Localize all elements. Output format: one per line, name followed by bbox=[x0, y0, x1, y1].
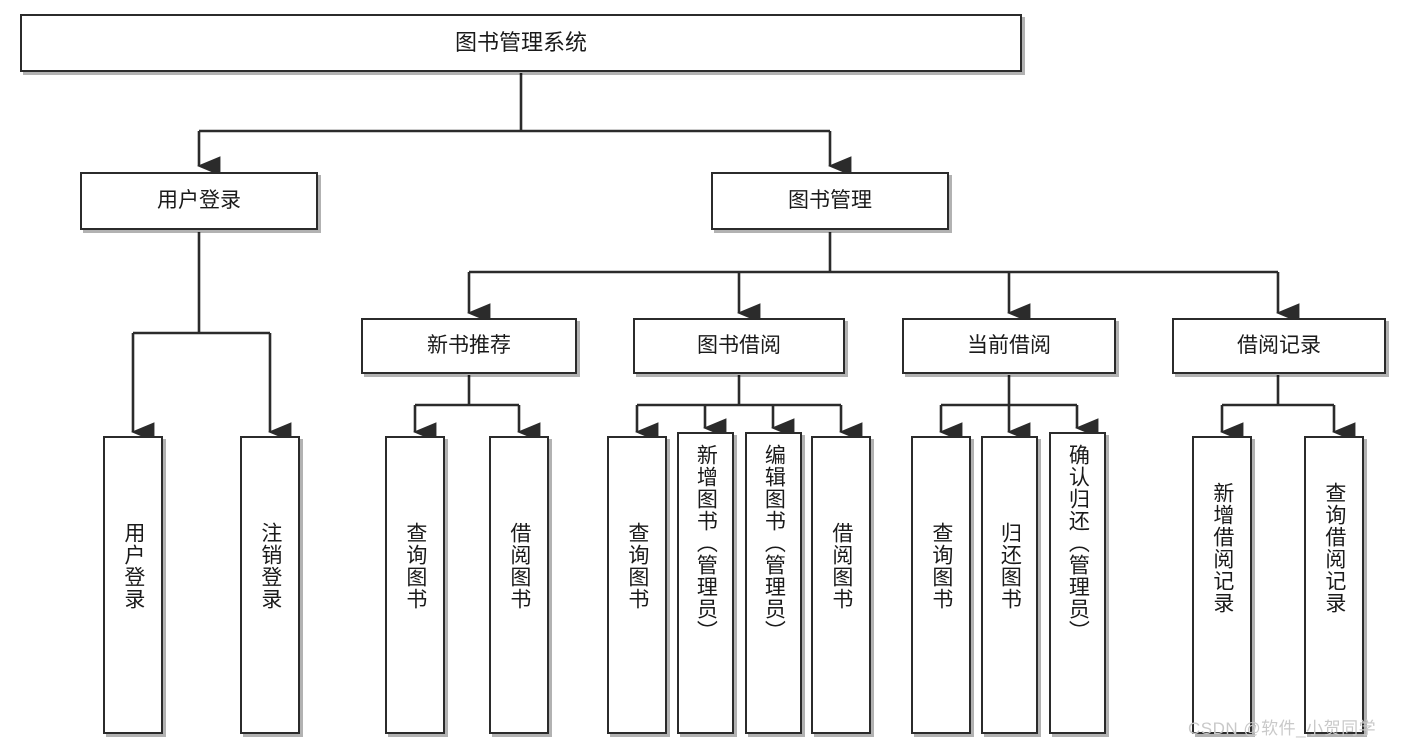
node-leaf-query-book-3-label: 查询图书 bbox=[929, 522, 953, 610]
node-user-login-label: 用户登录 bbox=[157, 188, 241, 212]
node-leaf-logout-label: 注销登录 bbox=[258, 522, 282, 610]
node-leaf-user-login-label: 用户登录 bbox=[121, 522, 145, 610]
node-leaf-confirm-return-label: 确认归还（管理员） bbox=[1066, 444, 1090, 642]
node-leaf-query-book-1-label: 查询图书 bbox=[403, 522, 427, 610]
node-leaf-return-book[interactable]: 归还图书 bbox=[981, 436, 1038, 734]
node-user-login[interactable]: 用户登录 bbox=[80, 172, 318, 230]
node-leaf-confirm-return[interactable]: 确认归还（管理员） bbox=[1049, 432, 1106, 734]
node-root[interactable]: 图书管理系统 bbox=[20, 14, 1022, 72]
node-leaf-borrow-book-1[interactable]: 借阅图书 bbox=[489, 436, 549, 734]
node-new-book-rec[interactable]: 新书推荐 bbox=[361, 318, 577, 374]
node-book-manage-label: 图书管理 bbox=[788, 188, 872, 212]
node-leaf-add-book[interactable]: 新增图书（管理员） bbox=[677, 432, 734, 734]
node-book-borrow-label: 图书借阅 bbox=[697, 333, 781, 357]
node-current-borrow-label: 当前借阅 bbox=[967, 333, 1051, 357]
node-book-borrow[interactable]: 图书借阅 bbox=[633, 318, 845, 374]
node-leaf-query-record[interactable]: 查询借阅记录 bbox=[1304, 436, 1364, 734]
node-leaf-return-book-label: 归还图书 bbox=[998, 522, 1022, 610]
node-leaf-borrow-book-2[interactable]: 借阅图书 bbox=[811, 436, 871, 734]
node-leaf-query-book-2-label: 查询图书 bbox=[625, 522, 649, 610]
node-book-manage[interactable]: 图书管理 bbox=[711, 172, 949, 230]
node-leaf-borrow-book-1-label: 借阅图书 bbox=[507, 522, 531, 610]
node-borrow-record-label: 借阅记录 bbox=[1237, 333, 1321, 357]
node-borrow-record[interactable]: 借阅记录 bbox=[1172, 318, 1386, 374]
node-leaf-edit-book[interactable]: 编辑图书（管理员） bbox=[745, 432, 802, 734]
node-leaf-query-book-1[interactable]: 查询图书 bbox=[385, 436, 445, 734]
node-current-borrow[interactable]: 当前借阅 bbox=[902, 318, 1116, 374]
node-leaf-query-record-label: 查询借阅记录 bbox=[1322, 482, 1346, 614]
node-leaf-add-book-label: 新增图书（管理员） bbox=[694, 444, 718, 642]
node-leaf-borrow-book-2-label: 借阅图书 bbox=[829, 522, 853, 610]
node-leaf-logout[interactable]: 注销登录 bbox=[240, 436, 300, 734]
node-new-book-rec-label: 新书推荐 bbox=[427, 333, 511, 357]
node-leaf-query-book-2[interactable]: 查询图书 bbox=[607, 436, 667, 734]
node-leaf-add-record-label: 新增借阅记录 bbox=[1210, 482, 1234, 614]
node-root-label: 图书管理系统 bbox=[454, 30, 587, 56]
node-leaf-add-record[interactable]: 新增借阅记录 bbox=[1192, 436, 1252, 734]
node-leaf-edit-book-label: 编辑图书（管理员） bbox=[762, 444, 786, 642]
csdn-watermark: CSDN @软件_小贺同学 bbox=[1188, 719, 1377, 738]
node-leaf-query-book-3[interactable]: 查询图书 bbox=[911, 436, 971, 734]
node-leaf-user-login[interactable]: 用户登录 bbox=[103, 436, 163, 734]
